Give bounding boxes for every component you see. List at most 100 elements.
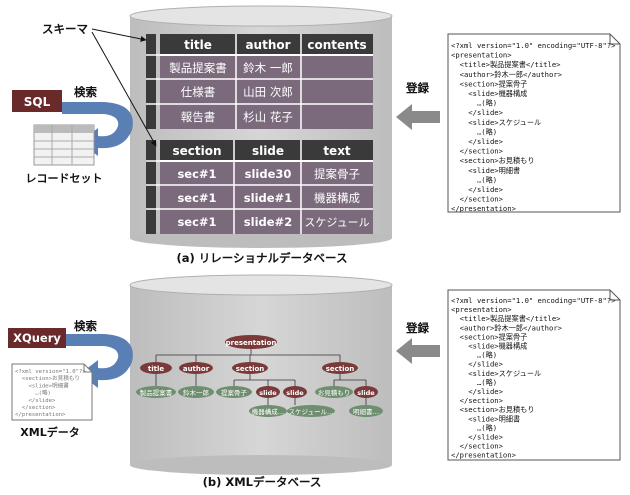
- tree-leaf: 製品提案書: [140, 388, 173, 397]
- xml-line: <author>鈴木一郎</author>: [451, 323, 563, 332]
- table2-cell: sec#1: [177, 215, 216, 229]
- xml-document-a: [447, 33, 621, 213]
- xml-document-b: [447, 289, 621, 461]
- table-slides: section slide text sec#1 slide30 提案骨子 se…: [146, 140, 373, 234]
- xml-text-a: <?xml version="1.0" encoding="UTF-8"?><p…: [451, 41, 616, 213]
- caption-b: (b) XMLデータベース: [203, 475, 322, 489]
- tree-leaf: お見積もり: [318, 388, 351, 397]
- result-xml-text: <?xml version="1.0"?> <section>お見積もり <sl…: [15, 369, 86, 418]
- table2-cell: sec#1: [177, 191, 216, 205]
- table2-cell: slide30: [245, 167, 292, 181]
- table1-cell: 製品提案書: [169, 61, 227, 75]
- register-label-b: 登録: [405, 321, 429, 335]
- xml-line: …(略): [451, 378, 497, 387]
- xml-line: </slide>: [451, 360, 504, 369]
- xml-line: …(略): [451, 351, 497, 360]
- recordset-label: レコードセット: [26, 172, 103, 185]
- xml-line: </presentation>: [451, 204, 517, 213]
- tree-node-title: title: [148, 365, 164, 373]
- xml-line: <section>お見積もり: [451, 156, 535, 165]
- table1-cell: 仕様書: [181, 85, 216, 99]
- schema-arrow: [91, 28, 147, 42]
- tree-node-slide: slide: [357, 389, 375, 397]
- tree-node-section: section: [326, 365, 355, 373]
- register-arrow-b: [396, 338, 440, 364]
- xquery-label: XQuery: [13, 331, 61, 345]
- xml-line: <slide>スケジュール: [451, 118, 541, 127]
- xml-line: <slide>機器構成: [451, 342, 527, 351]
- tree-nodes: presentation title author section sectio…: [136, 335, 383, 417]
- table2-cell: slide#2: [244, 215, 292, 229]
- xml-line: </slide>: [15, 398, 56, 404]
- caption-a: (a) リレーショナルデータベース: [177, 251, 348, 265]
- tree-leaf: 鈴木一郎: [183, 388, 210, 397]
- xml-line: <slide>明細書: [15, 381, 69, 389]
- xml-line: </presentation>: [451, 451, 517, 460]
- xml-line: <slide>機器構成: [451, 89, 527, 98]
- table1-cell: 鈴木 一郎: [243, 61, 293, 75]
- table2-header-section: section: [172, 144, 221, 158]
- xml-line: </slide>: [451, 137, 504, 146]
- xml-line: <title>製品提案書</title>: [451, 60, 561, 69]
- tree-leaf: 提案骨子: [221, 388, 248, 397]
- result-document: [11, 363, 93, 421]
- tree-node-slide: slide: [259, 389, 277, 397]
- tree-node-section: section: [236, 365, 265, 373]
- xml-line: <slide>スケジュール: [451, 369, 541, 378]
- xml-line: <author>鈴木一郎</author>: [451, 70, 563, 79]
- xml-line: <section>お見積もり: [15, 374, 80, 382]
- table1-cell: 報告書: [181, 110, 216, 124]
- table2-cell: slide#1: [244, 191, 292, 205]
- xml-line: </slide>: [451, 433, 504, 442]
- xml-line: <slide>明細書: [451, 414, 520, 423]
- register-arrow-a: [396, 104, 440, 130]
- xml-line: </slide>: [451, 185, 504, 194]
- table1-cell: 杉山 花子: [243, 110, 293, 124]
- tree-leaf: 機器構成…: [252, 407, 285, 416]
- xml-line: </slide>: [451, 108, 504, 117]
- xml-line: </section>: [451, 396, 504, 405]
- table2-header-text: text: [323, 144, 351, 158]
- search-label-a: 検索: [74, 85, 97, 99]
- search-label-b: 検索: [74, 319, 97, 333]
- xml-line: </section>: [451, 442, 504, 451]
- tree-node-slide: slide: [286, 389, 304, 397]
- xml-line: <?xml version="1.0" encoding="UTF-8"?>: [451, 296, 616, 305]
- xml-line: …(略): [451, 99, 497, 108]
- xml-line: </slide>: [451, 387, 504, 396]
- cylinder-b: [129, 274, 393, 475]
- xml-line: </presentation>: [15, 412, 66, 418]
- table2-header-slide: slide: [252, 144, 284, 158]
- tree-leaf: スケジュール…: [288, 408, 333, 416]
- schema-arrow: [91, 31, 157, 147]
- xml-line: <title>製品提案書</title>: [451, 314, 561, 323]
- xml-line: <presentation>: [451, 51, 512, 60]
- xquery-box: [8, 328, 66, 348]
- xml-line: </section>: [451, 195, 504, 204]
- tree-leaf: 明細書…: [353, 407, 379, 416]
- tree-node-author: author: [183, 365, 210, 373]
- table2-cell: sec#1: [177, 167, 216, 181]
- table1-header-contents: contents: [307, 38, 366, 52]
- tree-root-label: presentation: [226, 339, 277, 347]
- xml-line: …(略): [451, 423, 497, 432]
- xml-line: <presentation>: [451, 305, 512, 314]
- table1-header-author: author: [245, 38, 290, 52]
- xml-line: <section>提案骨子: [451, 332, 527, 341]
- xml-line: <section>お見積もり: [451, 405, 535, 414]
- xml-line: …(略): [15, 389, 51, 397]
- xml-line: <?xml version="1.0" encoding="UTF-8"?>: [451, 41, 616, 50]
- xml-line: <?xml version="1.0"?>: [15, 369, 86, 375]
- table2-cell: 機器構成: [314, 191, 360, 205]
- recordset-icon: [33, 124, 95, 166]
- table2-cell: 提案骨子: [314, 167, 360, 181]
- table-documents: title author contents 製品提案書 鈴木 一郎 仕様書 山田…: [146, 34, 373, 129]
- sql-box: [12, 90, 62, 112]
- xml-line: …(略): [451, 127, 497, 136]
- xml-line: </section>: [451, 147, 504, 156]
- register-label-a: 登録: [405, 81, 429, 95]
- sql-label: SQL: [24, 95, 51, 109]
- table1-header-title: title: [184, 38, 212, 52]
- tree-node-root: [225, 335, 277, 349]
